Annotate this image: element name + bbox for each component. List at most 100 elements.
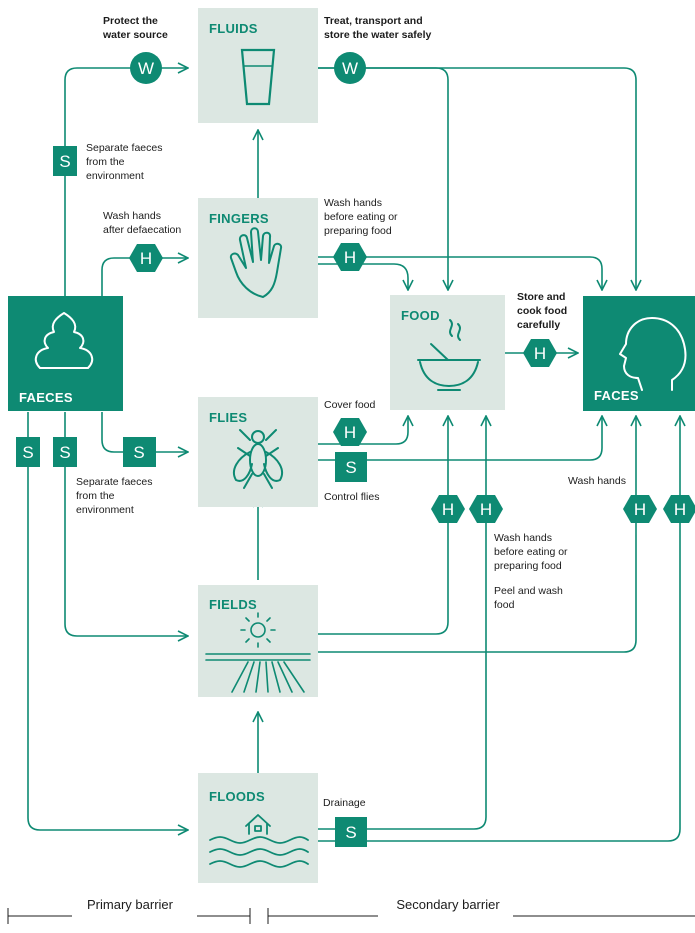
primary-barrier-label: Primary barrier [87, 897, 174, 912]
path-floods-faces [318, 416, 680, 842]
path-floods-food [318, 416, 486, 830]
label-wash-before-eating-1b: before eating or [324, 211, 398, 223]
fields-box: FIELDS [198, 585, 318, 697]
food-title: FOOD [401, 308, 440, 323]
bowl-icon [417, 319, 481, 391]
badge-h-store-cook: H [523, 339, 557, 367]
label-wash-before-eating-2c: preparing food [494, 560, 562, 572]
badge-h-after-defaecation: H [129, 244, 163, 272]
badge-w-label: W [138, 59, 154, 78]
floods-box: FLOODS [198, 773, 318, 883]
path-fields-food [318, 416, 448, 635]
faces-box: FACES [583, 296, 695, 411]
head-icon [619, 317, 687, 391]
label-wash-before-eating-1c: preparing food [324, 225, 392, 237]
label-treat-water-2: store the water safely [324, 29, 432, 41]
label-store-cook-2: cook food [517, 305, 567, 317]
label-store-cook-3: carefully [517, 319, 560, 331]
path-faeces-fields [64, 412, 188, 636]
poop-icon [34, 312, 94, 369]
badge-h-label: H [140, 249, 152, 268]
path-faeces-floods [27, 412, 188, 830]
path-flies-faces [318, 416, 602, 461]
label-separate-faeces-2c: environment [76, 504, 134, 516]
badge-s-label: S [59, 152, 70, 171]
label-separate-faeces-1c: environment [86, 170, 144, 182]
label-cover-food: Cover food [324, 399, 376, 411]
badge-h-label: H [634, 500, 646, 519]
fingers-title: FINGERS [209, 211, 269, 226]
badge-s-label: S [22, 443, 33, 462]
secondary-barrier-gap [378, 903, 513, 925]
badge-s-separate-2: S [123, 437, 156, 467]
badge-h-cover-food: H [333, 418, 367, 446]
primary-barrier-gap [72, 903, 197, 925]
label-drainage: Drainage [323, 797, 366, 809]
label-wash-before-eating-2b: before eating or [494, 546, 568, 558]
badge-s-drainage: S [335, 817, 367, 847]
badge-h-label: H [480, 500, 492, 519]
flies-box: FLIES [198, 397, 318, 507]
label-wash-before-eating-1a: Wash hands [324, 197, 382, 209]
badge-h-food-2: H [469, 495, 503, 523]
label-peel-wash-2: food [494, 599, 515, 611]
badge-s-separate-1: S [53, 146, 77, 176]
glass-icon [240, 48, 276, 106]
path-fields-faces [318, 416, 636, 653]
fluids-box: FLUIDS [198, 8, 318, 123]
flood-house-icon [209, 814, 309, 868]
label-protect-water-2: water source [102, 29, 168, 41]
badge-h-label: H [442, 500, 454, 519]
label-separate-faeces-2b: from the [76, 490, 115, 502]
label-protect-water-1: Protect the [103, 15, 158, 27]
badge-s-fields-left: S [53, 437, 77, 467]
floods-title: FLOODS [209, 789, 265, 804]
badge-h-before-eating-1: H [333, 243, 367, 271]
label-store-cook-1: Store and [517, 291, 565, 303]
label-wash-before-eating-2a: Wash hands [494, 532, 552, 544]
path-faeces-flies [101, 412, 188, 452]
badge-w-protect: W [130, 52, 162, 84]
fly-icon [232, 429, 284, 489]
badge-s-control-flies: S [335, 452, 367, 482]
faeces-title: FAECES [19, 390, 73, 405]
fingers-box: FINGERS [198, 198, 318, 318]
badge-s-label: S [133, 443, 144, 462]
badge-s-label: S [345, 823, 356, 842]
label-separate-faeces-1a: Separate faeces [86, 142, 162, 154]
path-fingers-food [318, 263, 408, 290]
badge-h-food-1: H [431, 495, 465, 523]
fields-title: FIELDS [209, 597, 257, 612]
faeces-box: FAECES [8, 296, 123, 411]
label-separate-faeces-1b: from the [86, 156, 125, 168]
path-faeces-fluids [64, 68, 188, 296]
badge-h-label: H [344, 248, 356, 267]
food-box: FOOD [390, 295, 505, 410]
path-fluids-faces [318, 67, 636, 290]
badge-s-floods-left: S [16, 437, 40, 467]
label-treat-water-1: Treat, transport and [324, 15, 423, 27]
label-wash-hands: Wash hands [568, 475, 626, 487]
label-separate-faeces-2a: Separate faeces [76, 476, 152, 488]
hand-icon [229, 227, 283, 298]
badge-h-label: H [344, 423, 356, 442]
path-fingers-faces [318, 256, 602, 290]
fluids-title: FLUIDS [209, 21, 258, 36]
badge-h-label: H [674, 500, 686, 519]
badge-w-label: W [342, 59, 358, 78]
badge-h-faces-1: H [623, 495, 657, 523]
badge-s-label: S [59, 443, 70, 462]
flies-title: FLIES [209, 410, 247, 425]
label-wash-after-defaecation-2: after defaecation [103, 224, 181, 236]
badge-s-label: S [345, 458, 356, 477]
label-wash-after-defaecation-1: Wash hands [103, 210, 161, 222]
label-peel-wash-1: Peel and wash [494, 585, 563, 597]
badge-h-label: H [534, 344, 546, 363]
sun-field-icon [205, 612, 311, 693]
faces-title: FACES [594, 388, 639, 403]
label-control-flies: Control flies [324, 491, 379, 503]
badge-w-treat: W [334, 52, 366, 84]
badge-h-faces-2: H [663, 495, 695, 523]
secondary-barrier-label: Secondary barrier [396, 897, 500, 912]
